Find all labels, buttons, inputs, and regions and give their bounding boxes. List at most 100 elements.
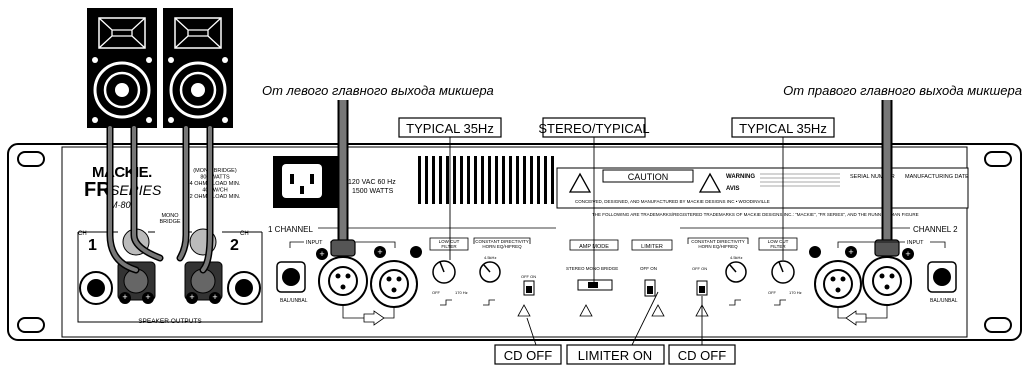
- callout-cd-off-left-text: CD OFF: [504, 348, 552, 363]
- svg-text:OFF ON: OFF ON: [692, 266, 707, 271]
- serial-number-label: SERIAL NUMBER: [850, 174, 895, 180]
- trademark-text: THE FOLLOWING ARE TRADEMARKS/REGISTERED …: [592, 212, 919, 217]
- svg-text:4.5kHz: 4.5kHz: [730, 255, 742, 260]
- callout-typical-left-text: TYPICAL 35Hz: [406, 121, 494, 136]
- limiter-section: LIMITER OFF ON: [631, 239, 673, 317]
- ch2-number: 2: [230, 237, 239, 254]
- callout-typical-right-text: TYPICAL 35Hz: [739, 121, 827, 136]
- svg-text:+: +: [189, 292, 194, 302]
- vent-slot: [530, 156, 533, 204]
- ch2-label: CH: [240, 231, 249, 237]
- bal-unbal-right: BAL/UNBAL: [930, 298, 958, 304]
- vent-slot: [425, 156, 428, 204]
- svg-text:170 Hz: 170 Hz: [789, 290, 802, 295]
- callout-stereo-typical: STEREO/TYPICAL: [538, 117, 650, 138]
- designed-by-text: CONCEIVED, DESIGNED, AND MANUFACTURED BY…: [575, 199, 770, 204]
- fr-logo: FR: [84, 179, 111, 201]
- rack-hole: [17, 151, 45, 167]
- vent-slot: [523, 156, 526, 204]
- channel-2-label: CHANNEL 2: [913, 225, 958, 234]
- callout-limiter-on: LIMITER ON: [566, 344, 665, 365]
- channel-2-inputs: INPUT + + BAL/UNBAL: [809, 240, 958, 326]
- vent-slot: [544, 156, 547, 204]
- channel-1-label: 1 CHANNEL: [268, 225, 313, 234]
- vent-slot: [439, 156, 442, 204]
- power-inlet[interactable]: [273, 156, 343, 208]
- amp-mode-options: STEREO MONO BRIDGE: [566, 266, 618, 271]
- svg-text:+: +: [145, 292, 150, 302]
- speaker-right: [163, 8, 233, 128]
- ch1-number: 1: [88, 237, 97, 254]
- svg-text:+: +: [319, 249, 324, 259]
- limiter-label: LIMITER: [641, 244, 663, 250]
- warning-label: CAUTION WARNING AVIS SERIAL NUMBER MANUF…: [556, 167, 969, 209]
- svg-text:+: +: [377, 247, 382, 257]
- callout-leaders: [449, 136, 784, 346]
- svg-text:+: +: [122, 292, 127, 302]
- power-spec-line: 800 WATTS: [200, 175, 230, 181]
- caution-label: CAUTION: [628, 172, 669, 182]
- vent-slot: [467, 156, 470, 204]
- limiter-off-on: OFF ON: [640, 266, 657, 271]
- channel-1-inputs: INPUT BAL/UNBAL + +: [276, 240, 422, 326]
- svg-text:4.5kHz: 4.5kHz: [484, 255, 496, 260]
- vent-slot: [418, 156, 421, 204]
- model-label: M·800: [110, 200, 136, 210]
- speaker-cables: [106, 124, 214, 274]
- vent-slot: [537, 156, 540, 204]
- vent-slot: [460, 156, 463, 204]
- rack-hole: [17, 317, 45, 333]
- callout-typical-left: TYPICAL 35Hz: [398, 117, 502, 138]
- vent-slot: [502, 156, 505, 204]
- mixer-input-cables: [330, 100, 900, 257]
- left-mixer-caption: От левого главного выхода микшера: [262, 83, 494, 98]
- vent-slot: [432, 156, 435, 204]
- bal-unbal-left: BAL/UNBAL: [280, 298, 308, 304]
- manufacturing-date-label: MANUFACTURING DATE: [905, 174, 969, 180]
- power-spec-line: (MONO BRIDGE): [193, 168, 237, 174]
- svg-text:OFF ON: OFF ON: [521, 274, 536, 279]
- svg-text:170 Hz: 170 Hz: [455, 290, 468, 295]
- speaker-outputs-label: SPEAKER OUTPUTS: [138, 318, 202, 325]
- svg-text:+: +: [212, 292, 217, 302]
- vent-slot: [551, 156, 554, 204]
- vent-slot: [453, 156, 456, 204]
- vent-slot: [446, 156, 449, 204]
- svg-text:+: +: [905, 249, 910, 259]
- input-label-right: INPUT: [907, 240, 924, 246]
- vent-slot: [474, 156, 477, 204]
- vent-slot: [495, 156, 498, 204]
- svg-text:OFF: OFF: [432, 290, 441, 295]
- svg-text:OFF: OFF: [768, 290, 777, 295]
- right-mixer-caption: От правого главного выхода микшера: [783, 83, 1022, 98]
- avis-text: AVIS: [726, 186, 740, 192]
- callout-cd-off-left: CD OFF: [494, 344, 562, 365]
- mains-watts: 1500 WATTS: [352, 188, 394, 195]
- mains-voltage: 120 VAC 60 Hz: [348, 179, 396, 186]
- callout-limiter-on-text: LIMITER ON: [578, 348, 652, 363]
- rack-hole: [984, 317, 1012, 333]
- callout-cd-off-right: CD OFF: [668, 344, 736, 365]
- warning-text: WARNING: [726, 174, 755, 180]
- vent-slot: [516, 156, 519, 204]
- input-label-left: INPUT: [306, 240, 323, 246]
- callout-typical-right: TYPICAL 35Hz: [731, 117, 835, 138]
- speaker-left: [87, 8, 157, 128]
- callout-cd-off-right-text: CD OFF: [678, 348, 726, 363]
- power-spec-line: 400 W/CH: [202, 188, 227, 194]
- vent-slot: [509, 156, 512, 204]
- rack-hole: [984, 151, 1012, 167]
- power-spec-line: 2 OHMS LOAD MIN.: [190, 194, 241, 200]
- cooling-vents: [418, 156, 554, 204]
